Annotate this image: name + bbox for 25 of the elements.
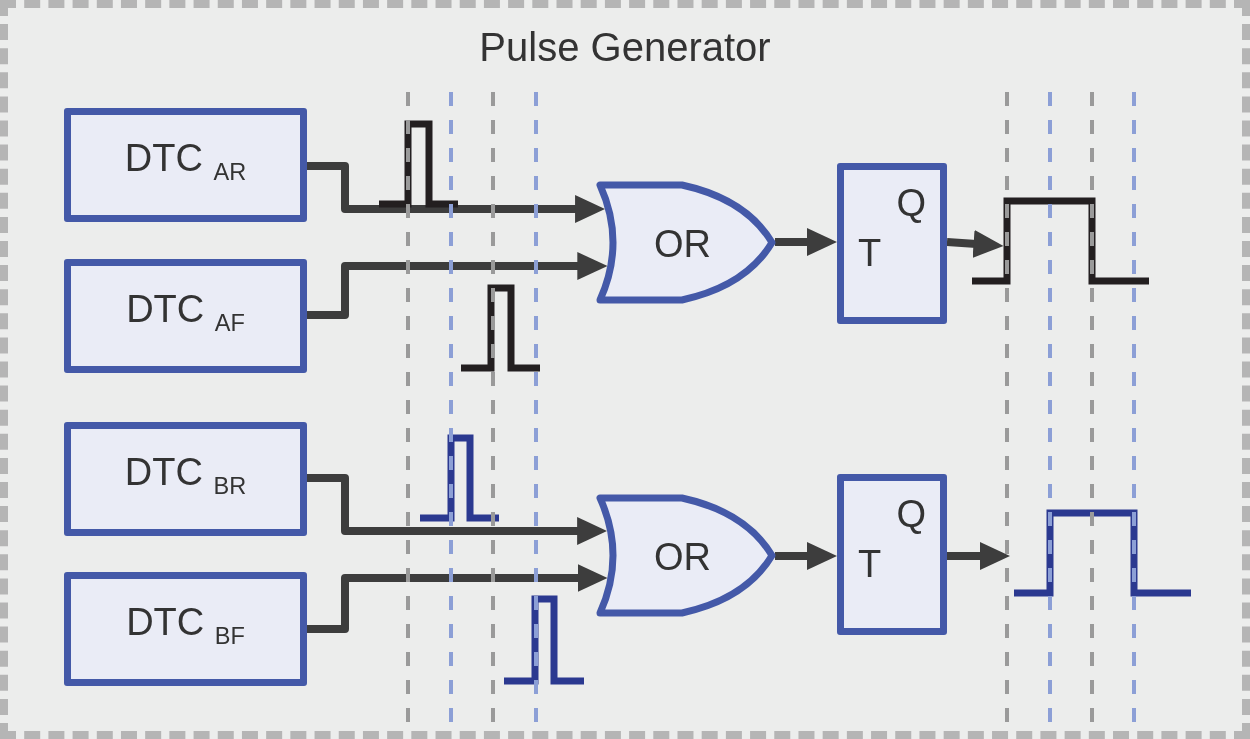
- pin-label: Q: [896, 495, 926, 533]
- pin-label: T: [858, 545, 882, 583]
- or-gate: [596, 494, 777, 617]
- signal-arrow: [307, 252, 608, 319]
- signal-arrow: [946, 229, 1004, 258]
- block-label: DTC $_{AR}$: [124, 139, 247, 188]
- signal-arrow: [307, 564, 608, 633]
- signal-arrow: [307, 162, 606, 223]
- block-label: DTC $_{BR}$: [124, 453, 247, 502]
- dtc-block: [64, 572, 307, 686]
- block-label: DTC $_{BF}$: [126, 603, 245, 652]
- block-label: DTC $_{AF}$: [126, 290, 245, 339]
- dtc-block: [64, 422, 307, 536]
- gate-label: OR: [654, 538, 711, 576]
- pin-label: Q: [896, 184, 926, 222]
- signal-arrow: [947, 542, 1010, 570]
- dtc-block: [64, 108, 307, 222]
- pin-label: T: [858, 234, 882, 272]
- signal-arrow: [307, 474, 608, 545]
- gate-label: OR: [654, 225, 711, 263]
- frame-title: Pulse Generator: [479, 27, 771, 67]
- dtc-block: [64, 259, 307, 373]
- flip-flop-block: [837, 474, 947, 635]
- flip-flop-block: [837, 163, 947, 324]
- or-gate: [596, 181, 777, 304]
